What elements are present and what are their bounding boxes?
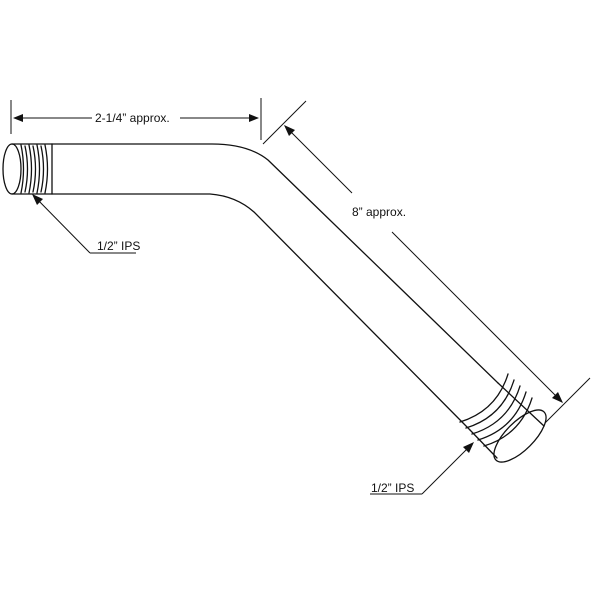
diagonal-dimension-label: 8” approx.: [352, 205, 407, 219]
top-dimension: [10, 98, 262, 140]
left-callout-label: 1/2” IPS: [97, 239, 141, 253]
pipe-top-edge: [51, 143, 499, 384]
right-pipe-opening: [493, 409, 547, 463]
right-callout-label: 1/2” IPS: [371, 481, 415, 495]
diagonal-dimension: [262, 100, 591, 424]
pipe-bottom-edge: [51, 193, 471, 431]
left-callout-leader: [32, 194, 136, 254]
right-threaded-end: [459, 373, 547, 463]
right-callout-leader: [370, 442, 474, 495]
left-threaded-end: [2, 143, 53, 195]
left-pipe-opening: [2, 143, 22, 195]
top-dimension-label: 2-1/4” approx.: [95, 111, 170, 125]
pipe-body: [51, 143, 499, 431]
